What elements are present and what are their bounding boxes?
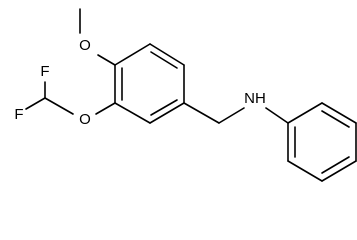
atom-label-f-upper: F — [40, 63, 49, 80]
bond — [114, 102, 151, 124]
methoxy-group — [79, 8, 116, 66]
bond — [25, 97, 46, 110]
double-bond-inner — [321, 156, 350, 174]
atom-label-o-ether: O — [79, 111, 91, 128]
bond — [321, 102, 357, 124]
double-bond-inner — [150, 51, 178, 69]
right-phenyl-ring — [287, 102, 357, 182]
atom-label-nh: NH — [244, 90, 266, 107]
bond — [114, 43, 151, 66]
difluoromethoxy-group — [25, 81, 116, 115]
atom-label-f-lower: F — [14, 106, 23, 123]
bond — [183, 102, 220, 124]
double-bond-inner — [150, 99, 178, 116]
bond — [44, 97, 74, 115]
bond — [149, 102, 185, 124]
bond — [265, 107, 289, 124]
double-bond-inner — [321, 110, 350, 128]
left-benzene-ring — [114, 43, 185, 124]
bond — [218, 107, 245, 124]
bond — [149, 43, 185, 66]
chemical-structure-diagram: F F O O NH — [14, 8, 357, 182]
bond — [321, 160, 357, 182]
benzylamine-linker — [183, 102, 289, 124]
atom-label-o-methoxy: O — [79, 37, 91, 54]
bond — [287, 102, 323, 124]
bond — [95, 102, 116, 115]
bond — [97, 54, 116, 66]
bond — [287, 160, 323, 182]
